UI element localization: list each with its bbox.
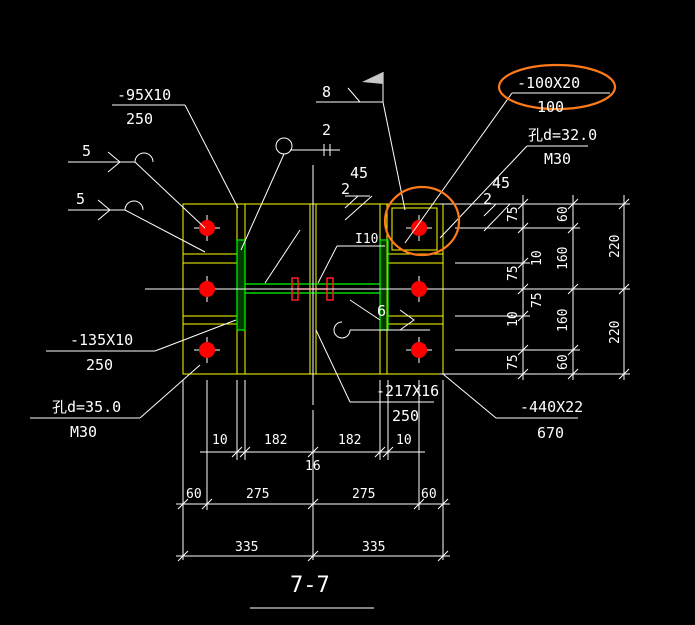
- dim-bottom-182-left: 182: [264, 433, 287, 448]
- label-bolt-top-spec: 孔d=32.0: [528, 126, 597, 144]
- dim-bottom-275-left: 275: [246, 487, 269, 502]
- dim-bottom-60-left: 60: [186, 487, 202, 502]
- dim-right-160-b: 160: [556, 309, 571, 332]
- leaders: [30, 92, 610, 419]
- dim-right-60-bottom: 60: [556, 354, 571, 370]
- section-title: 7-7: [290, 573, 330, 598]
- dim-bottom-335-left: 335: [235, 540, 258, 555]
- weld-2-right: 2: [483, 190, 492, 208]
- label-bolt-bottom-grade: M30: [70, 423, 97, 441]
- markup-circle-label: [497, 63, 617, 111]
- dim-bottom-182-right: 182: [338, 433, 361, 448]
- bolt-5: [406, 276, 432, 302]
- label-plate-100-len: 100: [537, 98, 564, 116]
- label-plate-440: -440X22: [520, 398, 583, 416]
- label-plate-135-len: 250: [86, 356, 113, 374]
- dim-right-160-a: 160: [556, 247, 571, 270]
- label-section-i10: I10: [355, 232, 378, 247]
- weld-6: 6: [377, 302, 386, 320]
- label-plate-95-len: 250: [126, 110, 153, 128]
- dim-right-10-b: 10: [506, 311, 521, 327]
- label-plate-135: -135X10: [70, 331, 133, 349]
- weld-45-right: 45: [492, 174, 510, 192]
- dim-bottom-60-right: 60: [421, 487, 437, 502]
- weld-2-top: 2: [322, 121, 331, 139]
- markup-annotations: [383, 63, 617, 257]
- weld-2-left: 2: [341, 180, 350, 198]
- dim-bottom-335-right: 335: [362, 540, 385, 555]
- weld-45-left: 45: [350, 164, 368, 182]
- bolt-6: [406, 337, 432, 363]
- dim-bottom-16: 16: [305, 459, 321, 474]
- label-bolt-top-grade: M30: [544, 150, 571, 168]
- weld-8: 8: [322, 83, 331, 101]
- dim-right-75-a: 75: [506, 206, 521, 222]
- bolt-2: [194, 276, 220, 302]
- label-bolt-bottom-spec: 孔d=35.0: [52, 398, 121, 416]
- dim-right: [440, 195, 630, 380]
- dim-right-220-a: 220: [608, 235, 623, 258]
- label-plate-217: -217X16: [376, 382, 439, 400]
- dim-right-60-top: 60: [556, 206, 571, 222]
- weld-5-lower: 5: [76, 190, 85, 208]
- dim-right-10-a: 10: [530, 250, 545, 266]
- dim-bottom-10-left: 10: [212, 433, 228, 448]
- dim-right-75-d: 75: [506, 354, 521, 370]
- label-plate-440-len: 670: [537, 424, 564, 442]
- dim-right-75-b: 75: [506, 265, 521, 281]
- weld-5-upper: 5: [82, 142, 91, 160]
- label-plate-100: -100X20: [517, 74, 580, 92]
- dim-right-220-b: 220: [608, 321, 623, 344]
- bolt-3: [194, 337, 220, 363]
- markup-circle-bolt: [383, 185, 461, 257]
- weld-symbols: [68, 72, 511, 339]
- bolt-4: [406, 215, 432, 241]
- dim-right-75-c: 75: [530, 292, 545, 308]
- dim-bottom: [176, 380, 450, 609]
- dim-bottom-275-right: 275: [352, 487, 375, 502]
- label-plate-95: -95X10: [117, 86, 171, 104]
- dim-bottom-10-right: 10: [396, 433, 412, 448]
- bolt-group: [194, 215, 432, 363]
- label-plate-217-len: 250: [392, 407, 419, 425]
- bolt-1: [194, 215, 220, 241]
